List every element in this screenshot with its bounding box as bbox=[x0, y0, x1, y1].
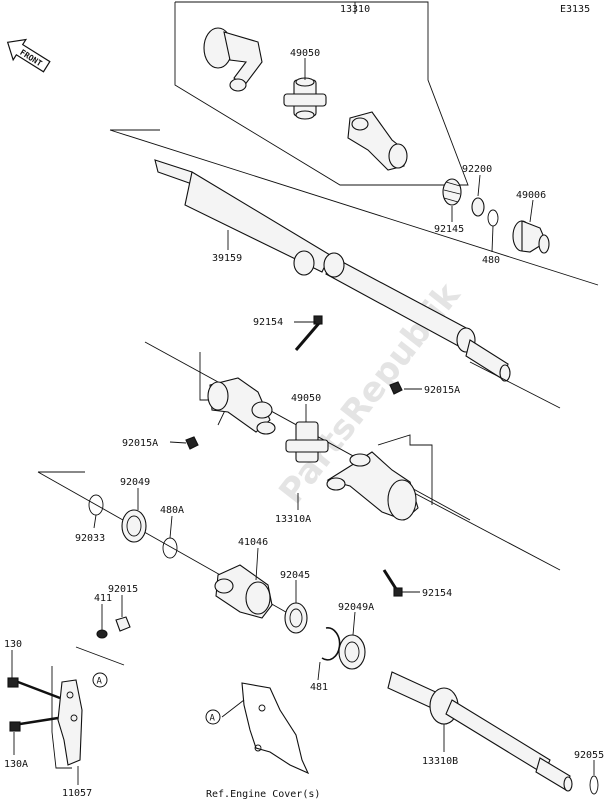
label-92015A-right: 92015A bbox=[424, 385, 460, 396]
ref-marker-a-left: A bbox=[92, 672, 108, 688]
label-49050-mid: 49050 bbox=[291, 393, 321, 404]
shaft-axis-line bbox=[109, 129, 599, 286]
ref-marker-a-right: A bbox=[205, 709, 221, 725]
universal-joint-top bbox=[283, 77, 327, 120]
nut-92015 bbox=[115, 616, 131, 632]
label-49050-top: 49050 bbox=[290, 48, 320, 59]
bolt-92154-top bbox=[294, 315, 323, 351]
yoke-middle-right bbox=[326, 451, 419, 521]
label-39159: 39159 bbox=[212, 253, 242, 264]
ring-92200 bbox=[471, 197, 485, 217]
label-92049A: 92049A bbox=[338, 602, 374, 613]
label-92045: 92045 bbox=[280, 570, 310, 581]
housing-41046 bbox=[214, 564, 273, 619]
bracket-11057 bbox=[57, 679, 83, 766]
ring-92055 bbox=[589, 775, 599, 795]
bracket-13310 bbox=[174, 1, 469, 186]
label-130A: 130A bbox=[4, 759, 28, 770]
svg-text:A: A bbox=[210, 714, 216, 724]
circlip-480 bbox=[487, 209, 499, 227]
bolt-130A bbox=[9, 716, 59, 732]
bearing-92045 bbox=[284, 602, 308, 634]
washer-411 bbox=[96, 629, 108, 639]
svg-text:A: A bbox=[97, 677, 103, 687]
label-92015: 92015 bbox=[108, 584, 138, 595]
label-92033: 92033 bbox=[75, 533, 105, 544]
leader-lines bbox=[11, 58, 595, 785]
label-92154-bottom: 92154 bbox=[422, 588, 452, 599]
label-481: 481 bbox=[310, 682, 328, 693]
shaft-13310B bbox=[387, 671, 573, 792]
bolt-92154-bottom bbox=[382, 569, 403, 597]
circlip-480A bbox=[162, 537, 178, 559]
label-480: 480 bbox=[482, 255, 500, 266]
label-92049: 92049 bbox=[120, 477, 150, 488]
label-411: 411 bbox=[94, 593, 112, 604]
label-480A: 480A bbox=[160, 505, 184, 516]
label-13310B: 13310B bbox=[422, 756, 458, 767]
seal-92049A bbox=[338, 634, 366, 670]
diagram-code: E3135 bbox=[560, 4, 590, 15]
label-92200: 92200 bbox=[462, 164, 492, 175]
label-92154-top: 92154 bbox=[253, 317, 283, 328]
yoke-middle-left bbox=[207, 377, 276, 435]
label-41046: 41046 bbox=[238, 537, 268, 548]
circlip-481 bbox=[321, 627, 341, 661]
yoke-top-left bbox=[203, 27, 263, 92]
universal-joint-middle bbox=[285, 421, 329, 463]
nut-92015A-left bbox=[185, 436, 199, 450]
label-13310: 13310 bbox=[340, 4, 370, 15]
front-arrow-icon: FRONT bbox=[6, 38, 51, 73]
engine-cover-outline bbox=[241, 682, 310, 775]
label-13310A: 13310A bbox=[275, 514, 311, 525]
label-92055: 92055 bbox=[574, 750, 604, 761]
footer-note: Ref.Engine Cover(s) bbox=[206, 789, 320, 800]
yoke-top-right bbox=[347, 111, 408, 171]
label-92015A-left: 92015A bbox=[122, 438, 158, 449]
drive-shaft-39159 bbox=[154, 159, 511, 382]
label-49006: 49006 bbox=[516, 190, 546, 201]
bolt-130 bbox=[7, 677, 61, 700]
label-92145: 92145 bbox=[434, 224, 464, 235]
label-11057: 11057 bbox=[62, 788, 92, 799]
nut-92015A-right bbox=[389, 381, 403, 395]
label-130: 130 bbox=[4, 639, 22, 650]
spring-92145 bbox=[442, 178, 462, 206]
boot-49006 bbox=[512, 220, 550, 254]
seal-92049 bbox=[121, 509, 147, 543]
